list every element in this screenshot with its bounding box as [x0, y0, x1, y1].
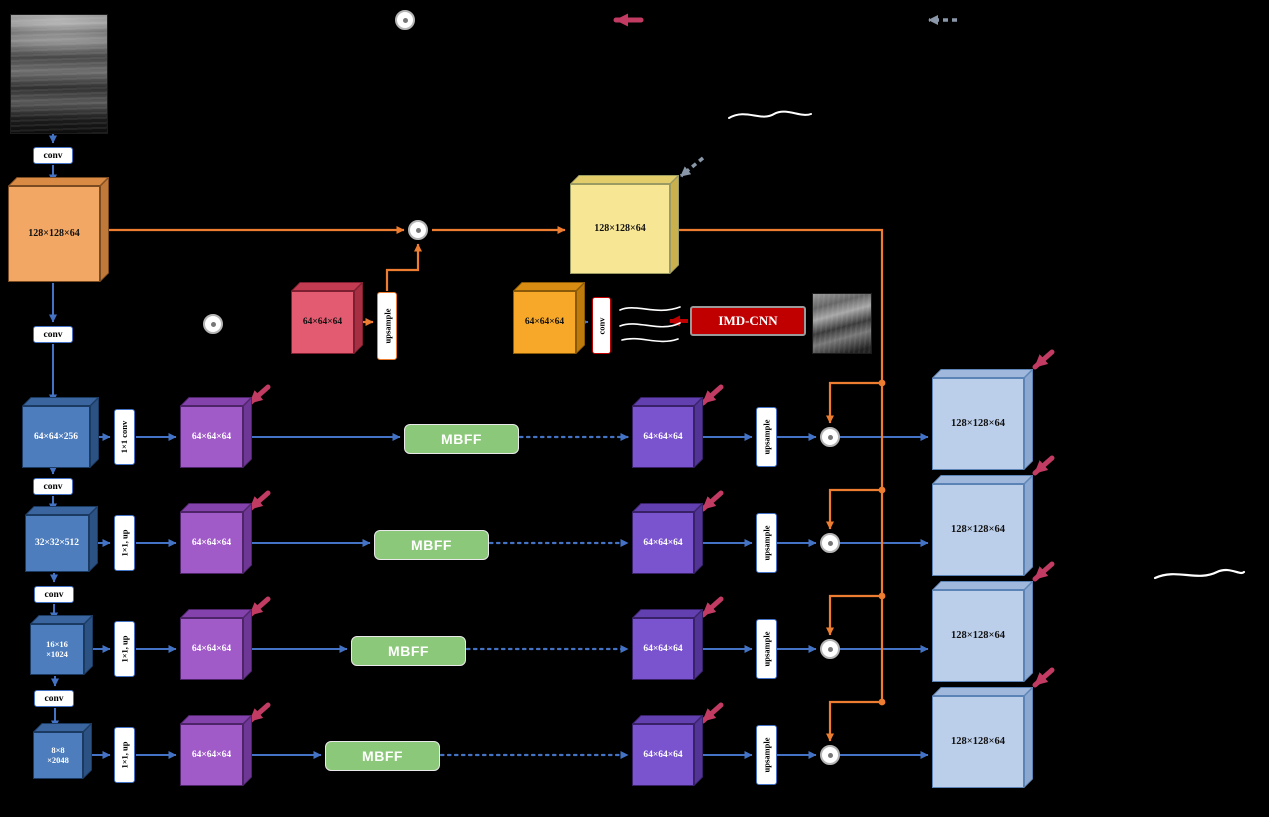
output-label-row-4: 128×128×64 [932, 696, 1024, 788]
conv-label: conv [43, 150, 63, 161]
proj-chip-3: 1×1, up [114, 621, 135, 677]
feature-box-row-3: 64×64×64 [180, 618, 243, 680]
feature-label-row-1: 64×64×64 [180, 406, 243, 468]
concat-node-skip [408, 220, 428, 240]
encoder-stage-3-box: 16×16 ×1024 [30, 624, 84, 675]
conv-label: conv [43, 481, 63, 492]
output-box-row-3: 128×128×64 [932, 590, 1024, 682]
mbff-label: MBFF [388, 643, 429, 659]
legend-concat-node [395, 10, 415, 30]
conv-chip-1: conv [33, 147, 73, 164]
feature-label-row-3: 64×64×64 [180, 618, 243, 680]
imd-input-ultrasound-image [812, 293, 872, 354]
conv-chip-2: conv [33, 326, 73, 343]
conv-chip-4: conv [34, 586, 74, 603]
upsample-label: upsample [761, 737, 772, 773]
orange-connectors [101, 226, 884, 742]
conv-label: conv [43, 329, 63, 340]
mbff-label: MBFF [411, 537, 452, 553]
concat-node-aux [203, 314, 223, 334]
proj-label-4: 1×1, up [119, 741, 130, 769]
mbff-label: MBFF [441, 431, 482, 447]
conv-chip-5: conv [34, 690, 74, 707]
edge-feature-box: 64×64×64 [513, 291, 576, 354]
proj-chip-4: 1×1, up [114, 727, 135, 783]
output-box-row-2: 128×128×64 [932, 484, 1024, 576]
fused-box-row-4: 64×64×64 [632, 724, 694, 786]
output-boundary-curve [1153, 568, 1246, 580]
encoder-stage-4-label: 8×8 ×2048 [33, 732, 83, 779]
feature-box-row-1: 64×64×64 [180, 406, 243, 468]
upsample-label: upsample [761, 631, 772, 667]
encoder-stage-3-label: 16×16 ×1024 [30, 624, 84, 675]
encoder-stem-box: 128×128×64 [8, 186, 100, 282]
proj-label-2: 1×1, up [119, 529, 130, 557]
upsample-chip-row-4: upsample [756, 725, 777, 785]
upsampled-feature-label: 64×64×64 [291, 291, 354, 354]
edge-feature-label: 64×64×64 [513, 291, 576, 354]
imd-cnn-block: IMD-CNN [690, 306, 806, 336]
upsample-chip-row-2: upsample [756, 513, 777, 573]
upsample-chip-row-1: upsample [756, 407, 777, 467]
encoder-stem-label: 128×128×64 [8, 186, 100, 282]
output-label-row-1: 128×128×64 [932, 378, 1024, 470]
output-label-row-2: 128×128×64 [932, 484, 1024, 576]
mbff-label: MBFF [362, 748, 403, 764]
encoder-stage-4-box: 8×8 ×2048 [33, 732, 83, 779]
encoder-stage-2-label: 32×32×512 [25, 515, 89, 572]
blue-dotted-connectors [439, 433, 630, 759]
input-ultrasound-image [10, 14, 108, 134]
orange-junction-dots [878, 379, 886, 706]
gray-dashed-arrows [679, 15, 957, 178]
upsampled-feature-box: 64×64×64 [291, 291, 354, 354]
conv-chip-3: conv [33, 478, 73, 495]
mbff-block-row-4: MBFF [325, 741, 440, 771]
proj-label-3: 1×1, up [119, 635, 130, 663]
conv-chip-edge: conv [592, 297, 611, 354]
conv-label: conv [44, 589, 64, 600]
gt-boundary-curve [728, 110, 812, 119]
mbff-block-row-1: MBFF [404, 424, 519, 454]
output-box-row-4: 128×128×64 [932, 696, 1024, 788]
fused-box-row-3: 64×64×64 [632, 618, 694, 680]
skip-feature-box: 128×128×64 [570, 184, 670, 274]
fused-label-row-1: 64×64×64 [632, 406, 694, 468]
conv-label: conv [596, 317, 607, 334]
encoder-stage-1-label: 64×64×256 [22, 406, 90, 468]
upsample-chip-skip: upsample [377, 292, 397, 360]
encoder-stage-2-box: 32×32×512 [25, 515, 89, 572]
imd-cnn-label: IMD-CNN [718, 313, 778, 328]
proj-chip-2: 1×1, up [114, 515, 135, 571]
upsample-label: upsample [761, 419, 772, 455]
feature-box-row-2: 64×64×64 [180, 512, 243, 574]
fused-label-row-3: 64×64×64 [632, 618, 694, 680]
concat-node-row-4 [820, 745, 840, 765]
skip-feature-label: 128×128×64 [570, 184, 670, 274]
feature-box-row-4: 64×64×64 [180, 724, 243, 786]
proj-label-1: 1×1 conv [119, 420, 130, 454]
concat-node-row-1 [820, 427, 840, 447]
proj-chip-1: 1×1 conv [114, 409, 135, 465]
output-label-row-3: 128×128×64 [932, 590, 1024, 682]
mbff-block-row-2: MBFF [374, 530, 489, 560]
boundary-map-image [619, 306, 681, 343]
feature-label-row-4: 64×64×64 [180, 724, 243, 786]
fused-label-row-2: 64×64×64 [632, 512, 694, 574]
upsample-chip-row-3: upsample [756, 619, 777, 679]
fused-label-row-4: 64×64×64 [632, 724, 694, 786]
upsample-label: upsample [761, 525, 772, 561]
fused-box-row-1: 64×64×64 [632, 406, 694, 468]
fused-box-row-2: 64×64×64 [632, 512, 694, 574]
concat-node-row-3 [820, 639, 840, 659]
mbff-block-row-3: MBFF [351, 636, 466, 666]
upsample-label: upsample [382, 308, 392, 344]
feature-label-row-2: 64×64×64 [180, 512, 243, 574]
concat-node-row-2 [820, 533, 840, 553]
conv-label: conv [44, 693, 64, 704]
output-box-row-1: 128×128×64 [932, 378, 1024, 470]
encoder-stage-1-box: 64×64×256 [22, 406, 90, 468]
crimson-arrows [247, 13, 1055, 724]
